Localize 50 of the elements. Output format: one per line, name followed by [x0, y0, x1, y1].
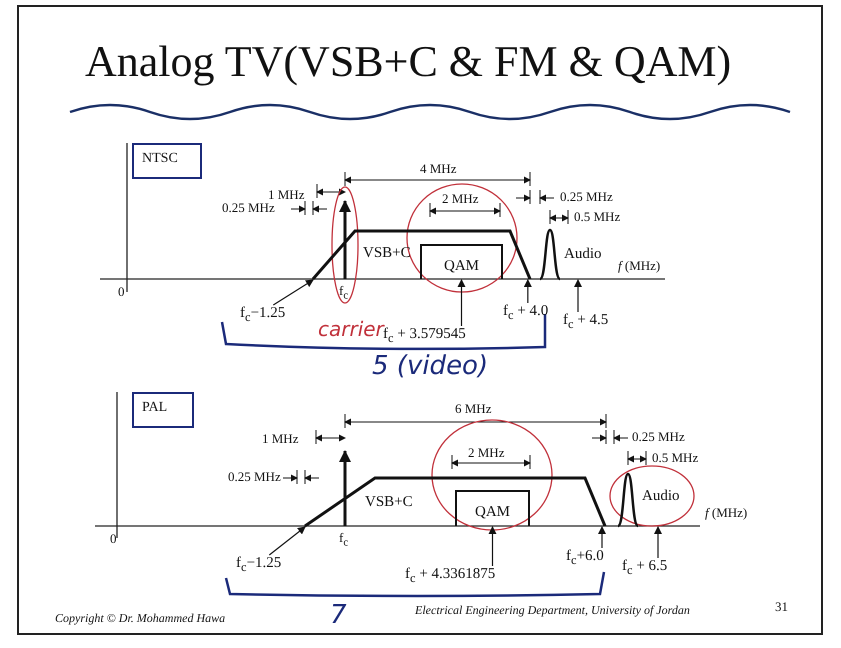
slide-title: Analog TV(VSB+C & FM & QAM) — [85, 36, 732, 87]
standard-name-box: NTSC — [132, 143, 202, 179]
bandwidth-label: 0.25 MHz — [222, 201, 275, 216]
page-number: 31 — [775, 600, 788, 614]
frequency-label: f$_{c}$+6.0 — [566, 548, 604, 568]
bandwidth-label: 4 MHz — [420, 162, 456, 176]
frequency-label: f$_{c}$ + 3.579545 — [383, 326, 466, 346]
frequency-label: f$_{c}$−1.25 — [236, 555, 282, 575]
band-label: Audio — [642, 488, 680, 505]
axis-label: f (MHz) — [705, 506, 748, 520]
vsb-spectrum-shape — [305, 449, 605, 526]
handwritten-note: carrier — [318, 318, 384, 340]
qam-band-box: QAM — [420, 244, 503, 279]
band-label: Audio — [564, 246, 602, 263]
axis-label: f (MHz) — [618, 259, 660, 274]
frequency-label: f$_{c}$−1.25 — [240, 305, 286, 325]
leader-line — [268, 526, 306, 556]
leader-line — [488, 526, 496, 566]
frequency-label: f$_{c}$ + 6.5 — [622, 558, 668, 578]
leader-line — [272, 279, 314, 306]
leader-line — [574, 279, 582, 312]
bandwidth-label: 0.25 MHz — [228, 470, 281, 484]
carrier-frequency-label: f$_{c}$ — [339, 531, 348, 550]
footer-text: Electrical Engineering Department, University of Jordan — [415, 604, 690, 618]
band-label: VSB+C — [365, 494, 413, 511]
leader-line — [654, 526, 662, 558]
frequency-label: f$_{c}$ + 4.5 — [563, 312, 608, 332]
axis-origin-label: 0 — [110, 532, 116, 546]
standard-name-box: PAL — [132, 392, 194, 428]
leader-line — [598, 526, 606, 548]
bandwidth-label: 2 MHz — [468, 446, 504, 460]
handwritten-note: 7 — [330, 601, 347, 630]
bandwidth-label: 1 MHz — [262, 432, 298, 446]
qam-band-box: QAM — [455, 490, 530, 526]
bandwidth-label: 0.5 MHz — [574, 210, 620, 224]
frequency-label: f$_{c}$ + 4.3361875 — [405, 566, 496, 586]
bandwidth-label: 1 MHz — [268, 188, 304, 202]
axis-origin-label: 0 — [118, 285, 124, 300]
band-label: VSB+C — [363, 245, 411, 262]
handwritten-note: 5 (video) — [372, 352, 488, 381]
bandwidth-label: 0.25 MHz — [632, 430, 685, 444]
frequency-label: f$_{c}$ + 4.0 — [503, 303, 548, 323]
carrier-frequency-label: f$_{c}$ — [339, 284, 348, 302]
bandwidth-label: 0.25 MHz — [560, 190, 613, 204]
leader-line — [524, 279, 532, 303]
bandwidth-label: 6 MHz — [455, 402, 492, 416]
footer-text: Copyright © Dr. Mohammed Hawa — [55, 612, 226, 626]
bandwidth-label: 0.5 MHz — [652, 451, 698, 466]
bandwidth-label: 2 MHz — [442, 192, 478, 206]
leader-line — [458, 279, 466, 326]
